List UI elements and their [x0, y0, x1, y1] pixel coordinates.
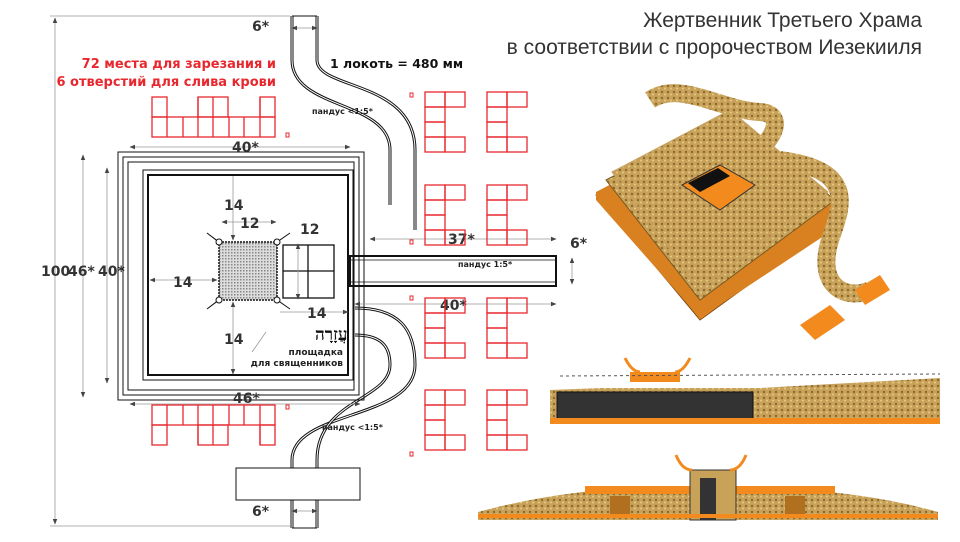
note-line-2: 6 отверстий для слива крови	[56, 75, 276, 90]
dim-east-far: 40*	[440, 298, 467, 314]
ramp-label-north: пандус <1:5*	[312, 107, 374, 116]
dim-outer: 46*	[68, 264, 95, 280]
slaughter-place-cell	[424, 184, 446, 201]
title-line-2: в соответствии с пророчеством Иезекииля	[507, 36, 922, 59]
dim-table-height: 12	[300, 222, 319, 238]
dim-top-ramp-width: 6*	[252, 19, 270, 35]
slaughter-place-cell	[424, 91, 446, 108]
slaughter-place-cell	[486, 184, 508, 201]
altar-3d-render	[595, 84, 890, 340]
slaughter-place-cell	[424, 389, 446, 406]
slaughter-place-cell	[506, 434, 528, 451]
slaughter-place-cell	[424, 342, 446, 359]
note-line-1: 72 места для зарезания и	[82, 57, 276, 72]
slaughter-place-cell	[424, 404, 446, 421]
slaughter-place-cell	[486, 434, 508, 451]
slaughter-place-cell	[424, 214, 446, 231]
slaughter-place-cell	[444, 184, 466, 201]
slaughter-place-cell	[424, 312, 446, 329]
slaughter-place-cell	[506, 389, 528, 406]
slaughter-place-cell	[506, 342, 528, 359]
south-ramp	[290, 306, 417, 529]
slaughter-place-cell	[506, 91, 528, 108]
slaughter-place-cell	[424, 136, 446, 153]
court-hebrew: עֲזָרָה	[315, 325, 348, 345]
dim-east-near: 37*	[448, 232, 475, 248]
slaughter-place-cell	[486, 214, 508, 231]
slaughter-place-cell	[444, 389, 466, 406]
dim-east-ramp-width: 6*	[570, 236, 588, 252]
scale-label: 1 локоть = 480 мм	[330, 56, 463, 71]
slaughter-place-cell	[444, 434, 466, 451]
slaughter-place-cell	[486, 389, 508, 406]
slaughter-place-cell	[486, 91, 508, 108]
slaughter-place-cell	[506, 297, 528, 314]
slaughter-places-bottom	[151, 404, 276, 446]
altar-side-elevation	[550, 357, 941, 424]
slaughter-place-cell	[486, 199, 508, 216]
table-of-cells	[282, 244, 335, 299]
slaughter-place-cell	[444, 91, 466, 108]
slaughter-place-cell	[486, 327, 508, 344]
slaughter-place-cell	[424, 199, 446, 216]
dim-table-right: 14	[307, 306, 327, 322]
slaughter-place-cell	[424, 419, 446, 436]
slaughter-place-cell	[424, 121, 446, 138]
slaughter-places-top	[151, 96, 276, 138]
slaughter-place-cell	[486, 106, 508, 123]
inner-dimensions	[129, 25, 575, 514]
court-leader-line	[251, 331, 267, 353]
slaughter-place-cell	[424, 327, 446, 344]
slaughter-place-cell	[486, 342, 508, 359]
court-label-2: для священников	[251, 359, 344, 369]
slaughter-place-cell	[444, 342, 466, 359]
altar-front-elevation	[478, 454, 938, 521]
slaughter-places-right	[424, 91, 528, 451]
drain-holes	[285, 92, 414, 457]
slaughter-place-cell	[486, 419, 508, 436]
slaughter-place-cell	[424, 106, 446, 123]
slaughter-place-cell	[424, 434, 446, 451]
dim-top-width: 40*	[232, 140, 259, 156]
slaughter-place-cell	[486, 136, 508, 153]
slaughter-place-cell	[486, 229, 508, 246]
dim-bottom-width: 46*	[233, 391, 260, 407]
ramp-label-south: пандус <1:5*	[322, 423, 384, 432]
court-label-1: площадка	[289, 348, 343, 358]
dim-bottom-ramp-width: 6*	[252, 504, 270, 520]
dim-inner: 40*	[98, 264, 125, 280]
slaughter-place-cell	[444, 297, 466, 314]
dim-hearth-width: 12	[240, 216, 259, 232]
slaughter-place-cell	[486, 297, 508, 314]
dim-hearth-top: 14	[224, 198, 244, 214]
ramp-label-east: пандус 1:5*	[458, 260, 513, 269]
horns	[206, 232, 291, 310]
dim-hearth-bottom: 14	[224, 332, 244, 348]
slaughter-place-cell	[486, 312, 508, 329]
slaughter-place-cell	[486, 404, 508, 421]
hearth-grate	[218, 241, 278, 301]
altar-outline	[117, 151, 365, 401]
slaughter-place-cell	[486, 121, 508, 138]
dim-hearth-left: 14	[173, 275, 193, 291]
slaughter-place-cell	[444, 136, 466, 153]
slaughter-place-cell	[424, 229, 446, 246]
dim-total-height: 100	[41, 264, 70, 280]
title-line-1: Жертвенник Третьего Храма	[643, 9, 922, 32]
dimension-lines-left	[50, 15, 290, 527]
slaughter-place-cell	[444, 229, 466, 246]
east-ramp	[349, 255, 557, 287]
bottom-block	[235, 467, 361, 501]
slaughter-place-cell	[506, 136, 528, 153]
slaughter-place-cell	[506, 184, 528, 201]
north-ramp	[290, 15, 417, 230]
slaughter-place-cell	[506, 229, 528, 246]
